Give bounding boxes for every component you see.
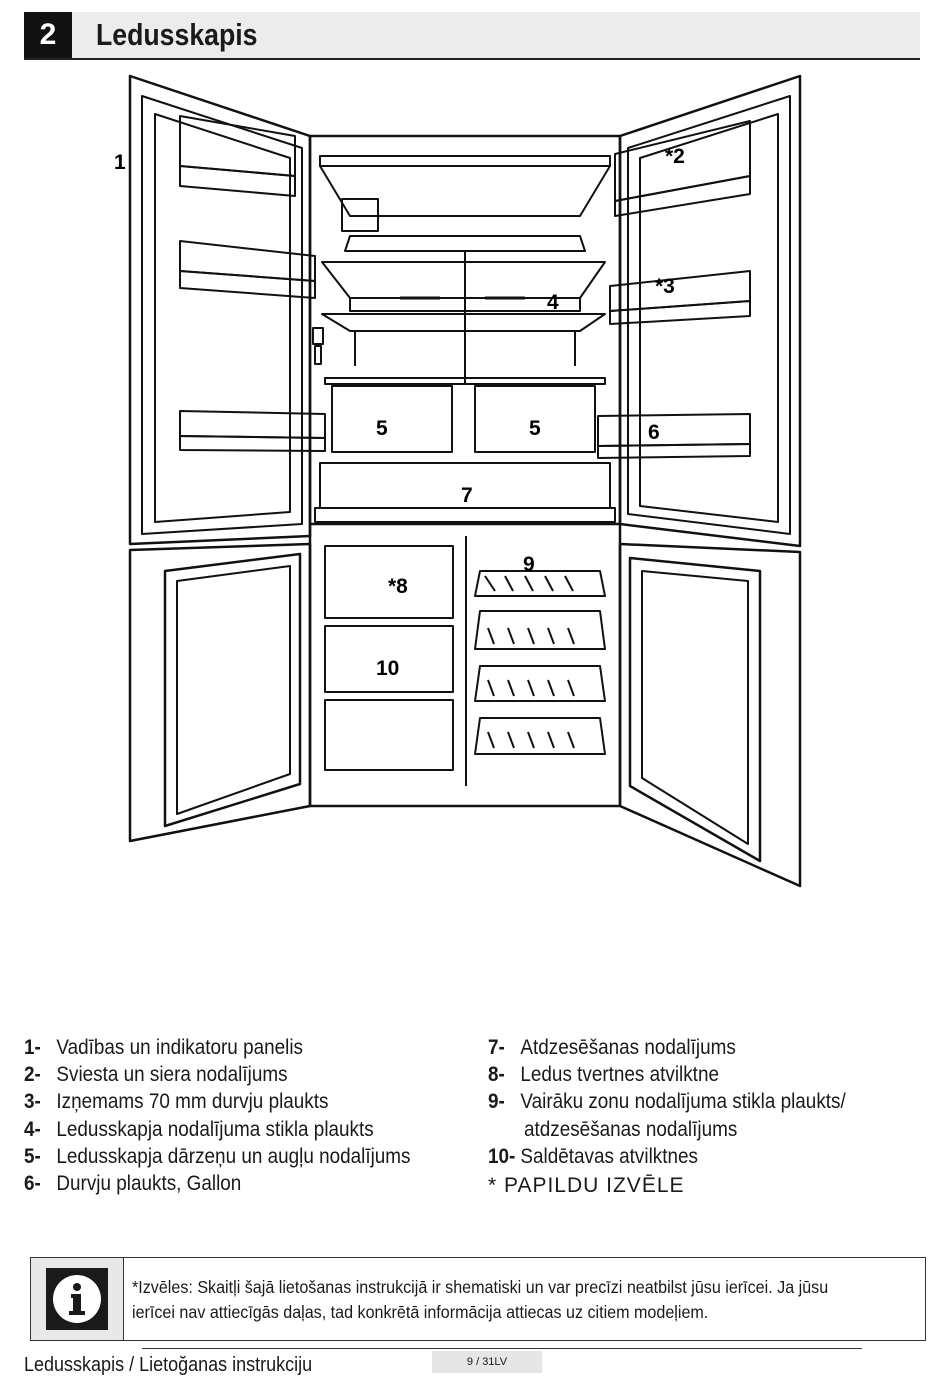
callout-10: 10 xyxy=(376,657,399,680)
legend-item: 2-Sviesta un siera nodalījums xyxy=(24,1063,288,1087)
right-lower-door xyxy=(618,542,802,888)
callout-5a: 5 xyxy=(376,417,388,440)
optional-note: * PAPILDU IZVĒLE xyxy=(488,1174,685,1198)
refrigerator-diagram: 1 *2 *3 4 5 5 6 7 *8 9 10 xyxy=(114,74,802,888)
callout-3: *3 xyxy=(655,275,675,298)
info-icon xyxy=(31,1258,124,1340)
callout-4: 4 xyxy=(547,291,559,314)
left-upper-door xyxy=(128,74,326,546)
callout-6: 6 xyxy=(648,421,660,444)
legend-item: atdzesēšanas nodalījums xyxy=(524,1117,738,1141)
section-header: 2 Ledusskapis xyxy=(24,12,920,60)
legend-item: 6-Durvju plaukts, Gallon xyxy=(24,1172,242,1196)
legend-item: 4-Ledusskapja nodalījuma stikla plaukts xyxy=(24,1117,374,1141)
callout-9: 9 xyxy=(523,553,535,576)
legend-item: 5-Ledusskapja dārzeņu un augļu nodalījum… xyxy=(24,1144,411,1168)
page-number: 9 / 31LV xyxy=(432,1351,542,1373)
section-title: Ledusskapis xyxy=(96,17,258,52)
cabinet xyxy=(308,134,622,808)
callout-5b: 5 xyxy=(529,417,541,440)
callout-1: 1 xyxy=(114,151,126,174)
legend-right: 7-Atdzesēšanas nodalījums 8-Ledus tvertn… xyxy=(488,1034,885,1199)
callout-8: *8 xyxy=(388,575,408,598)
footer-divider xyxy=(142,1348,862,1349)
callout-labels: 1 *2 *3 4 5 5 6 7 *8 9 10 xyxy=(114,145,685,680)
legend-item: 1-Vadības un indikatoru panelis xyxy=(24,1036,303,1059)
footer-title: Ledusskapis / Lietoğanas instrukciju xyxy=(24,1354,313,1376)
page-footer: Ledusskapis / Lietoğanas instrukciju 9 /… xyxy=(24,1348,864,1378)
legend-item: 9-Vairāku zonu nodalījuma stikla plaukts… xyxy=(488,1090,846,1114)
legend-item: 3-Izņemams 70 mm durvju plaukts xyxy=(24,1090,329,1114)
legend-left: 1-Vadības un indikatoru panelis 2-Sviest… xyxy=(24,1034,453,1197)
info-text: *Izvēles: Skaitļi šajā lietošanas instru… xyxy=(132,1277,829,1322)
legend-item: 10-Saldētavas atvilktnes xyxy=(488,1144,698,1168)
callout-2: *2 xyxy=(665,145,685,168)
callout-7: 7 xyxy=(461,484,473,507)
legend-item: 8-Ledus tvertnes atvilktne xyxy=(488,1063,719,1087)
info-box: *Izvēles: Skaitļi šajā lietošanas instru… xyxy=(30,1257,926,1341)
left-lower-door xyxy=(128,542,312,843)
right-upper-door xyxy=(597,74,802,548)
section-number: 2 xyxy=(24,12,72,58)
legend-item: 7-Atdzesēšanas nodalījums xyxy=(488,1036,736,1059)
